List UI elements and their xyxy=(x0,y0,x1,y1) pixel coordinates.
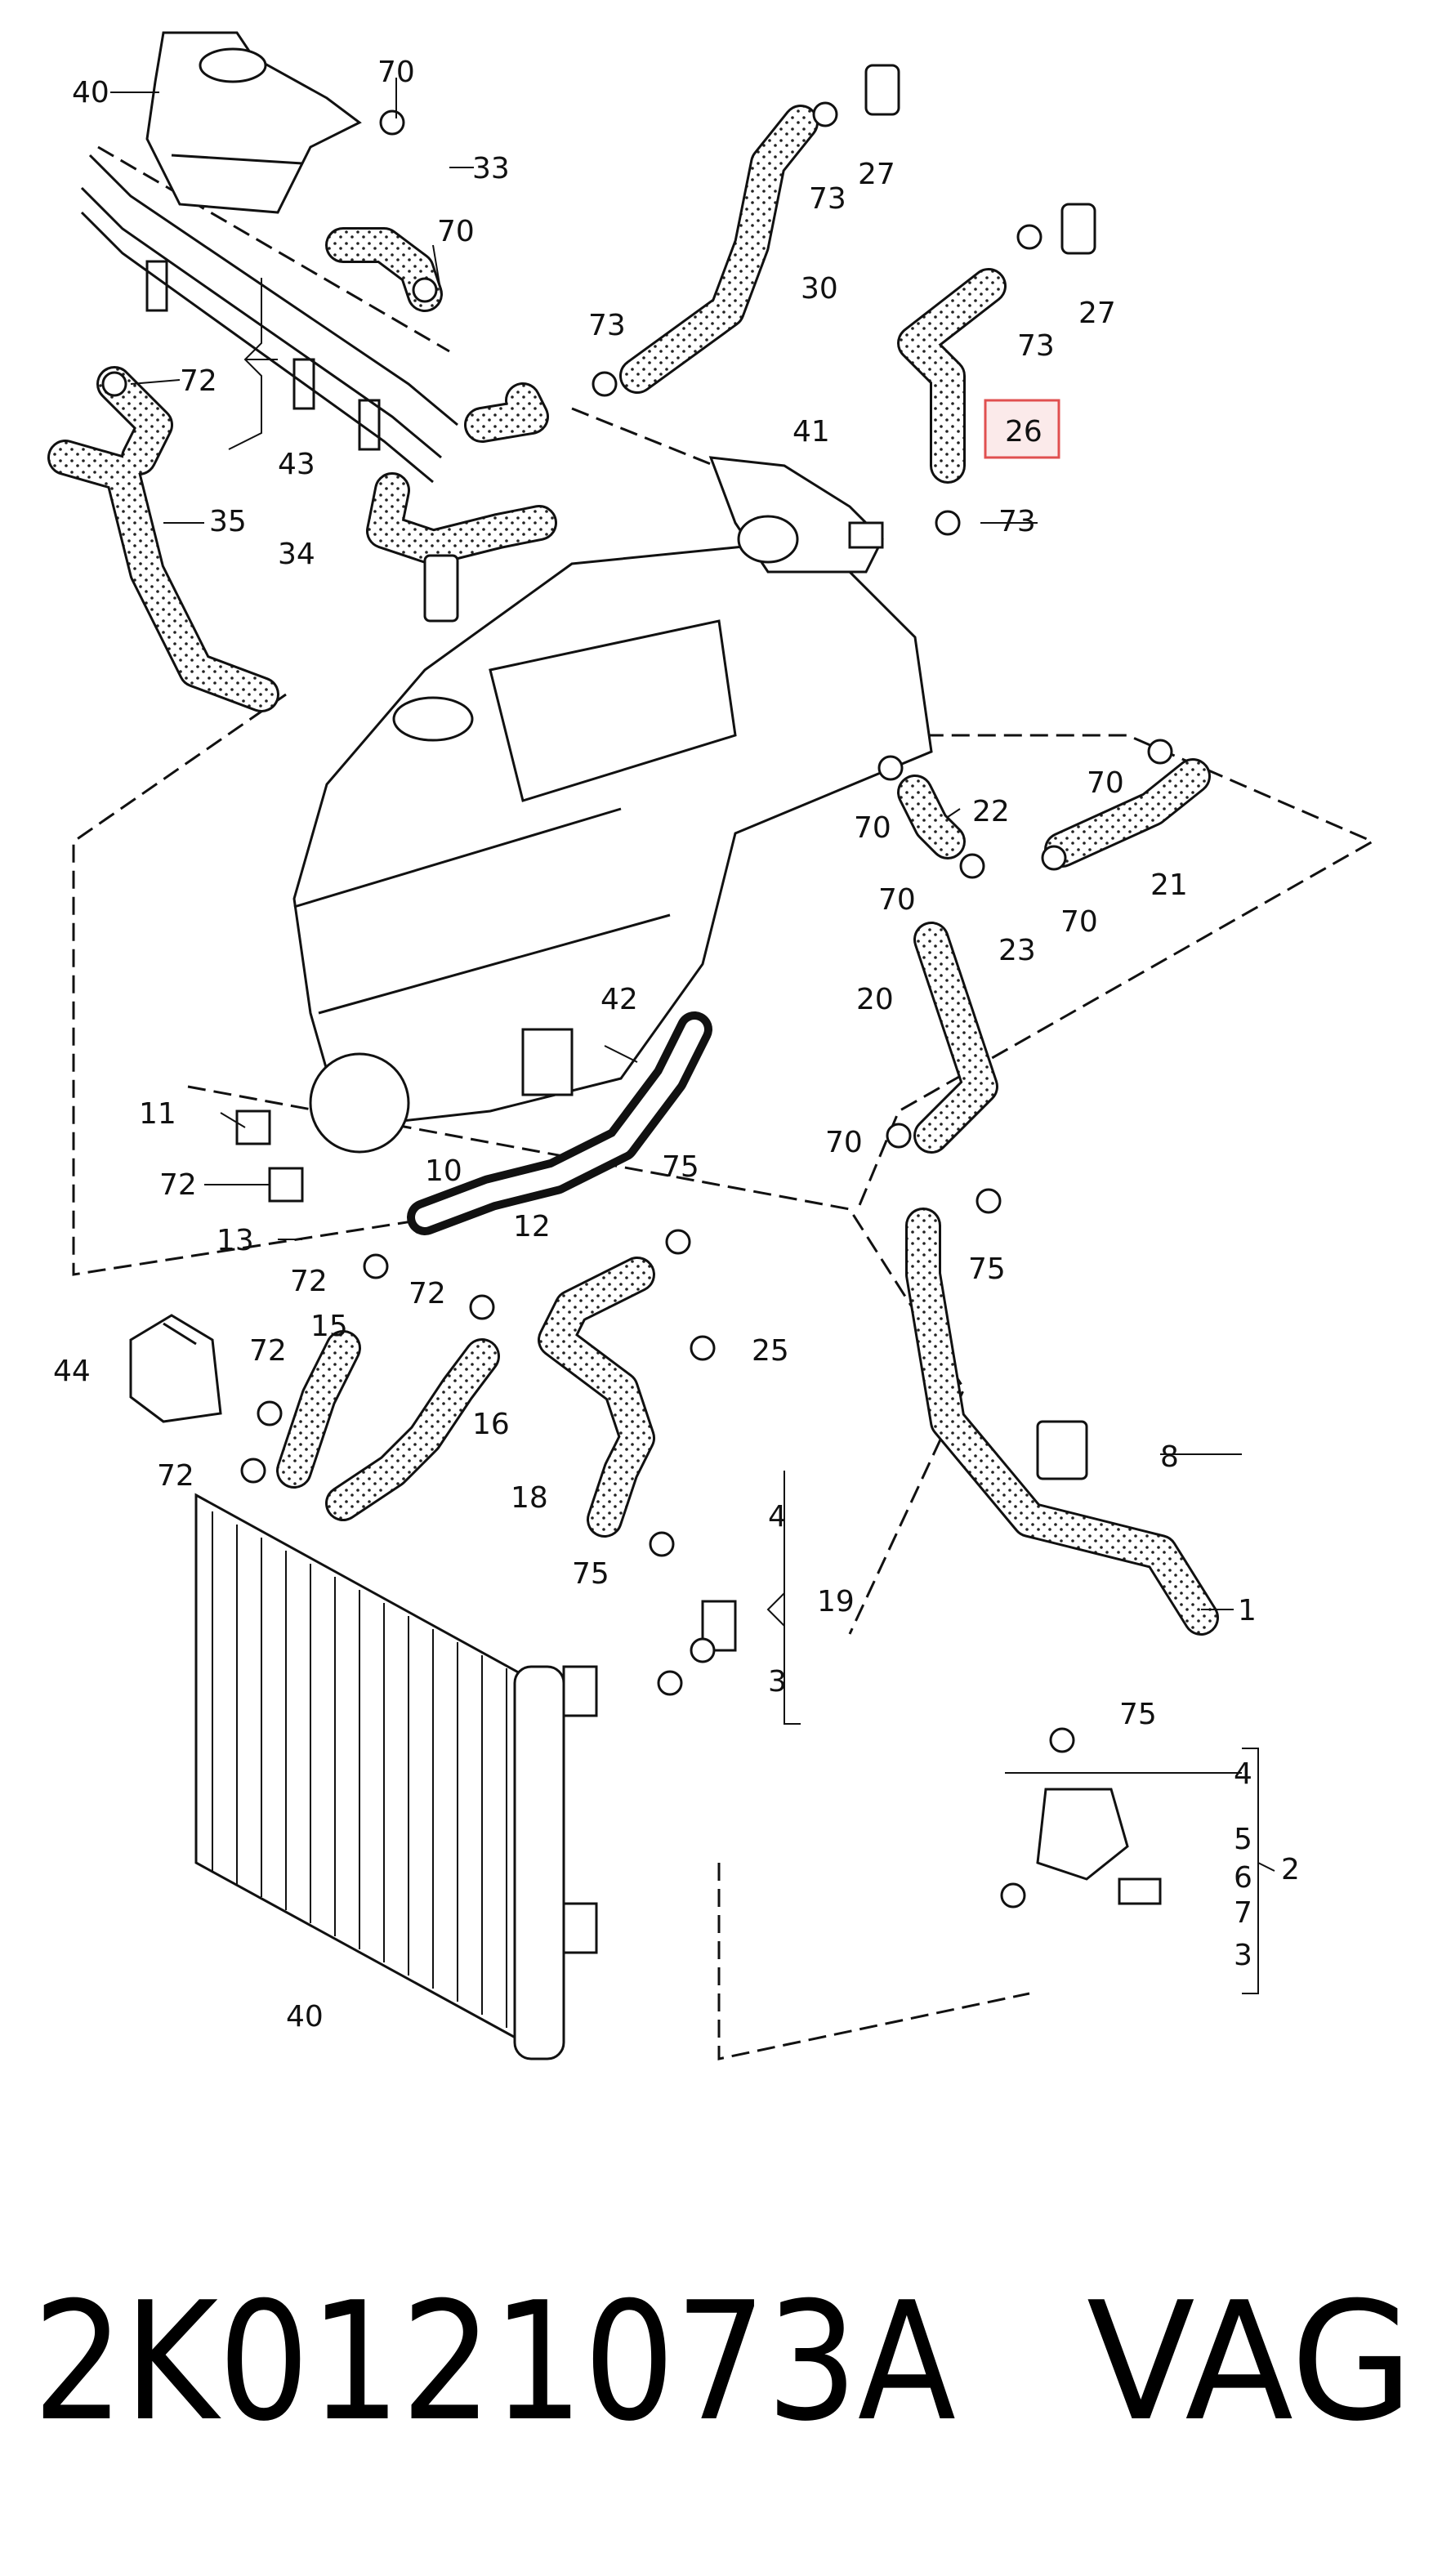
label-40: 40 xyxy=(286,2000,324,2034)
label-70: 70 xyxy=(878,883,916,917)
label-70: 70 xyxy=(1060,905,1098,939)
label-70: 70 xyxy=(437,215,475,248)
label-13: 13 xyxy=(217,1224,254,1257)
fitting-72 xyxy=(268,1167,304,1203)
label-75: 75 xyxy=(572,1557,609,1591)
label-73: 73 xyxy=(809,182,846,216)
label-19: 19 xyxy=(817,1585,855,1618)
label-25: 25 xyxy=(752,1334,789,1368)
brand-text: VAG xyxy=(1087,2267,1413,2458)
radiator-40 xyxy=(194,1493,598,2060)
label-4: 4 xyxy=(768,1500,787,1534)
label-42: 42 xyxy=(600,983,638,1016)
coolant-pipes-43 xyxy=(80,154,458,484)
flange-41 xyxy=(708,456,884,574)
highlight-box-26 xyxy=(984,399,1060,459)
label-73: 73 xyxy=(998,505,1036,538)
sensor-42 xyxy=(423,554,459,623)
label-72: 72 xyxy=(159,1168,197,1202)
label-72: 72 xyxy=(290,1265,328,1298)
expansion-tank-40 xyxy=(145,31,362,214)
label-10: 10 xyxy=(425,1154,462,1188)
label-70: 70 xyxy=(825,1126,863,1159)
label-26: 26 xyxy=(1005,415,1042,449)
label-7: 7 xyxy=(1234,1896,1252,1930)
dash-line-bottom xyxy=(717,1863,1030,2060)
label-41: 41 xyxy=(792,415,830,449)
dash-line-left-frame xyxy=(72,693,491,1276)
label-6: 6 xyxy=(1234,1861,1252,1895)
label-33: 33 xyxy=(472,152,510,185)
label-22: 22 xyxy=(972,795,1010,828)
label-12: 12 xyxy=(513,1210,551,1243)
small-parts xyxy=(235,64,1162,1905)
sensor-27-b xyxy=(1060,203,1096,255)
label-73: 73 xyxy=(1017,329,1055,363)
label-72: 72 xyxy=(249,1334,287,1368)
label-43: 43 xyxy=(278,448,315,481)
label-16: 16 xyxy=(472,1408,510,1441)
label-1: 1 xyxy=(1238,1594,1257,1627)
bracket-12 xyxy=(521,1028,574,1096)
clamps xyxy=(101,101,1173,1909)
sensor-7 xyxy=(1118,1877,1162,1905)
label-75: 75 xyxy=(968,1252,1006,1286)
label-70: 70 xyxy=(377,56,415,89)
engine-block xyxy=(292,538,933,1154)
label-3: 3 xyxy=(768,1665,787,1699)
part-number-text: 2K0121073A xyxy=(33,2267,956,2458)
exploded-parts-diagram: 40 70 33 70 72 43 35 34 27 73 30 73 27 7… xyxy=(47,31,1376,2060)
dash-line-top-left xyxy=(97,145,450,353)
reservoir-44 xyxy=(129,1314,222,1423)
label-27: 27 xyxy=(1078,297,1116,330)
label-18: 18 xyxy=(511,1481,548,1515)
label-4: 4 xyxy=(1234,1757,1252,1791)
label-34: 34 xyxy=(278,538,315,571)
label-20: 20 xyxy=(856,983,894,1016)
label-5: 5 xyxy=(1234,1823,1252,1856)
label-3: 3 xyxy=(1234,1939,1252,1972)
label-70: 70 xyxy=(1087,766,1124,800)
part-number-footer: 2K0121073A VAG xyxy=(33,2267,1413,2458)
label-21: 21 xyxy=(1150,868,1188,902)
coolant-hoses xyxy=(47,105,1219,1636)
label-8: 8 xyxy=(1160,1440,1179,1474)
flange-2 xyxy=(1036,1788,1129,1881)
label-2: 2 xyxy=(1281,1853,1300,1886)
dash-line-radiator xyxy=(187,1085,966,1635)
part-labels: 40 70 33 70 72 43 35 34 27 73 30 73 27 7… xyxy=(53,56,1300,2034)
label-27: 27 xyxy=(858,158,895,191)
label-35: 35 xyxy=(209,505,247,538)
label-72: 72 xyxy=(180,364,217,398)
label-11: 11 xyxy=(139,1097,176,1131)
label-44: 44 xyxy=(53,1355,91,1388)
bracket-8 xyxy=(1036,1420,1088,1480)
label-75: 75 xyxy=(662,1150,699,1184)
label-72: 72 xyxy=(409,1277,446,1310)
label-75: 75 xyxy=(1119,1698,1157,1731)
label-40: 40 xyxy=(72,76,109,109)
label-30: 30 xyxy=(801,272,838,306)
fitting-11 xyxy=(235,1109,271,1145)
label-73: 73 xyxy=(588,309,626,342)
label-15: 15 xyxy=(310,1310,348,1343)
sensor-27-a xyxy=(864,64,900,116)
label-72: 72 xyxy=(157,1459,194,1493)
connector-19 xyxy=(701,1600,737,1652)
label-70: 70 xyxy=(854,811,891,845)
leader-lines xyxy=(110,78,1242,1774)
label-23: 23 xyxy=(998,934,1036,967)
